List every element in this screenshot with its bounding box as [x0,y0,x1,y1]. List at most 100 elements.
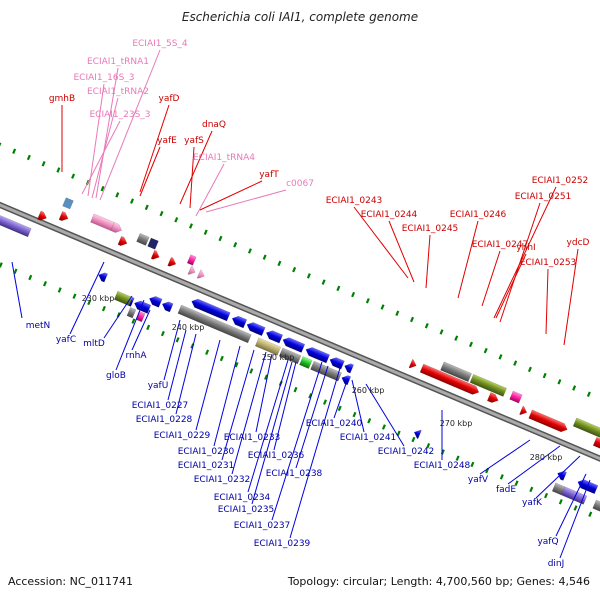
reverse-gene-label-leader [175,333,197,415]
reverse-gene-label-leader [167,329,187,401]
inner-tick [28,274,33,281]
reverse-gene-label: ECIAI1_0237 [234,521,291,531]
rna-label: ECIAI1_tRNA1 [87,57,149,67]
reverse-gene-label: ECIAI1_0227 [132,401,189,411]
outer-tick [498,354,503,360]
inner-tick [43,281,47,287]
reverse-gene-label: ECIAI1_0240 [306,419,363,429]
inner-tick [234,362,239,368]
forward-gene-label-leader [179,130,213,205]
forward-gene-feature [110,222,122,233]
inner-tick [470,461,475,468]
reverse-gene-feature [231,315,248,329]
reverse-gene-feature [113,290,133,306]
outer-tick [277,260,282,267]
forward-gene-label: ECIAI1_0251 [515,192,572,202]
outer-tick [542,372,547,379]
outer-tick [159,210,164,217]
reverse-gene-label: ECIAI1_0238 [266,469,323,479]
inner-tick [175,337,180,343]
reverse-gene-label-leader [251,361,293,505]
forward-gene-feature [592,436,600,462]
genome-backbone [0,201,600,462]
forward-gene-feature [167,257,177,267]
inner-tick [323,399,327,405]
forward-gene-feature [440,361,472,383]
outer-tick [71,173,76,179]
outer-tick [41,160,46,167]
reverse-gene-label-leader [115,299,145,371]
reverse-gene-label: gloB [106,371,126,381]
forward-gene-label-leader [493,186,557,319]
rna-label: ECIAI1_23S_3 [89,110,150,120]
reverse-gene-label: yafK [522,498,543,508]
reverse-gene-label: fadE [496,485,516,495]
forward-gene-feature [187,265,196,275]
forward-gene-label-leader [139,146,161,197]
rna-label-leader [195,163,225,217]
outer-tick [483,347,488,354]
outer-tick [454,335,459,341]
outer-tick [572,385,577,391]
forward-gene-feature [186,254,197,266]
forward-gene-label: ECIAI1_0243 [326,196,383,206]
reverse-gene-feature [0,214,32,238]
reverse-gene-feature [98,272,108,283]
rna-label: ECIAI1_16S_3 [73,73,134,83]
reverse-gene-label: rnhA [125,351,147,361]
reverse-gene-label-leader [559,479,591,559]
reverse-gene-label: ECIAI1_0232 [194,475,251,485]
label-leader-lines [11,49,591,559]
inner-tick [72,293,77,299]
rna-label: ECIAI1_tRNA2 [87,87,149,97]
kbp-tick-label: 250 kbp [262,353,295,362]
reverse-gene-label-leader [535,455,581,499]
reverse-gene-label: ECIAI1_0241 [340,433,397,443]
reverse-gene-label-leader [255,353,273,433]
forward-gene-label-leader [481,250,501,307]
inner-tick [352,411,357,418]
reverse-gene-label: ECIAI1_0231 [178,461,235,471]
rna-label-leader [81,120,121,195]
outer-tick [336,285,341,292]
reverse-gene-label-leader [163,319,181,381]
reverse-gene-label: ECIAI1_0239 [254,539,311,549]
reverse-gene-label-leader [221,349,255,461]
reverse-gene-label-leader [131,309,151,351]
forward-gene-label-leader [425,234,431,289]
reverse-gene-feature [161,301,174,313]
forward-gene-label: ECIAI1_0247 [472,240,529,250]
forward-gene-label-leader [499,202,541,323]
map-title: Escherichia coli IAI1, complete genome [181,10,419,24]
outer-tick [262,254,267,260]
inner-tick [57,287,62,293]
forward-gene-feature [419,363,480,395]
inner-tick [558,499,563,505]
inner-tick [146,324,151,331]
outer-tick [395,310,400,316]
inner-tick [116,312,121,318]
outer-tick [439,329,444,335]
reverse-gene-label-leader [231,351,267,475]
reverse-gene-label-leader [365,383,405,447]
reverse-gene-feature [126,307,137,319]
rna-label: ECIAI1_5S_4 [132,39,188,49]
inner-tick [160,330,165,337]
genome-summary-label: Topology: circular; Length: 4,700,560 bp… [287,575,590,588]
forward-gene-feature [519,405,528,415]
outer-tick [247,248,252,254]
forward-gene-label-leader [189,146,195,209]
reverse-gene-label-leader [213,345,241,447]
forward-gene-label: ECIAI1_0246 [450,210,507,220]
inner-tick [87,299,92,306]
rna-label-leader [95,67,119,199]
rna-label: c0067 [286,179,314,189]
outer-tick [56,167,61,173]
rna-label-leader [91,97,119,199]
kbp-tick-label: 280 kbp [530,453,563,462]
forward-gene-label: yafE [157,136,177,146]
forward-gene-feature [469,373,507,397]
reverse-gene-label: ECIAI1_0235 [218,505,275,515]
inner-tick [219,355,224,362]
reverse-gene-label: ECIAI1_0233 [224,433,281,443]
